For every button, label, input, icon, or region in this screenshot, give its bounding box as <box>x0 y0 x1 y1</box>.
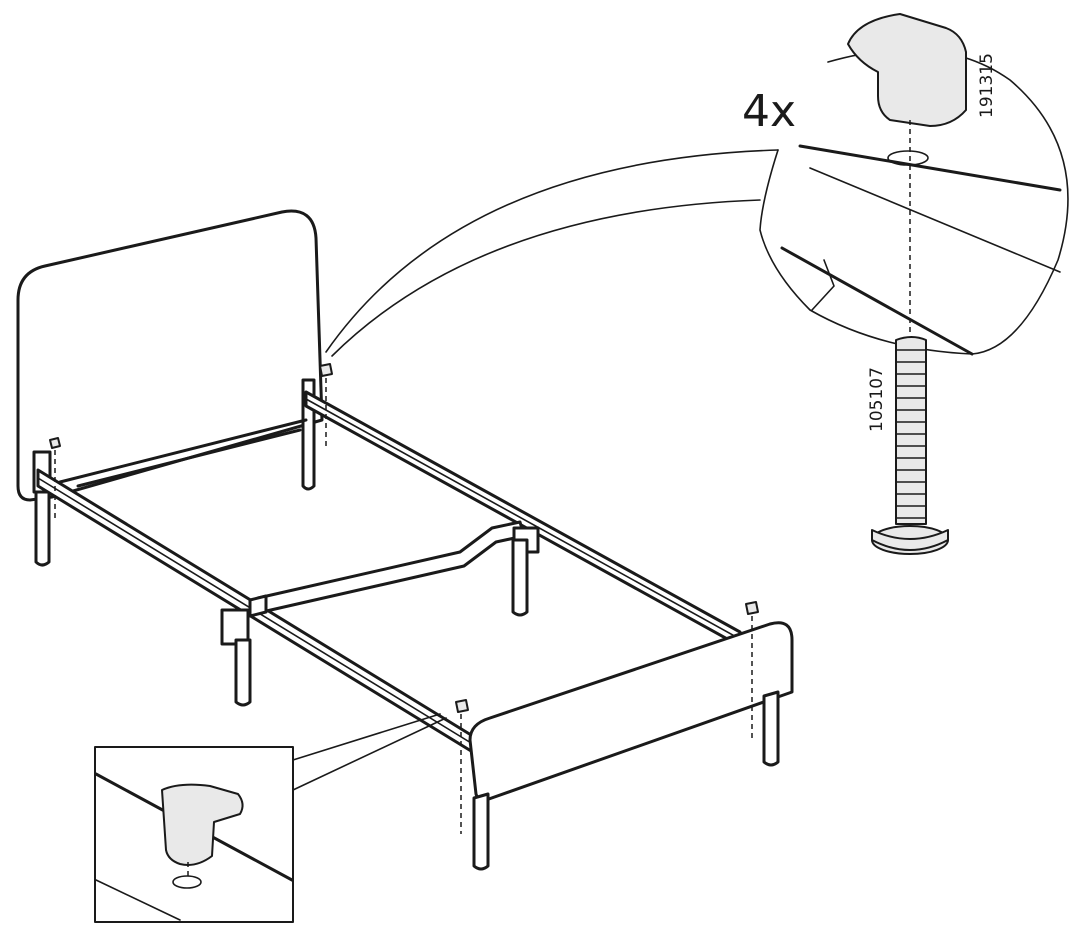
middle-legs <box>220 526 540 707</box>
quantity-label: 4x <box>742 86 796 137</box>
detail-callout-small <box>94 713 447 923</box>
front-legs <box>472 690 780 871</box>
bolt-thread <box>895 349 927 519</box>
part-number-bolt: 105107 <box>867 367 887 432</box>
footboard <box>468 621 794 802</box>
centre-beam <box>248 520 526 618</box>
base-outline <box>58 418 308 488</box>
detail-callout-large: 4x 191315 105107 <box>325 13 1069 555</box>
caps-and-screws <box>49 363 759 834</box>
headboard <box>16 209 324 502</box>
part-number-cap: 191315 <box>977 53 997 118</box>
